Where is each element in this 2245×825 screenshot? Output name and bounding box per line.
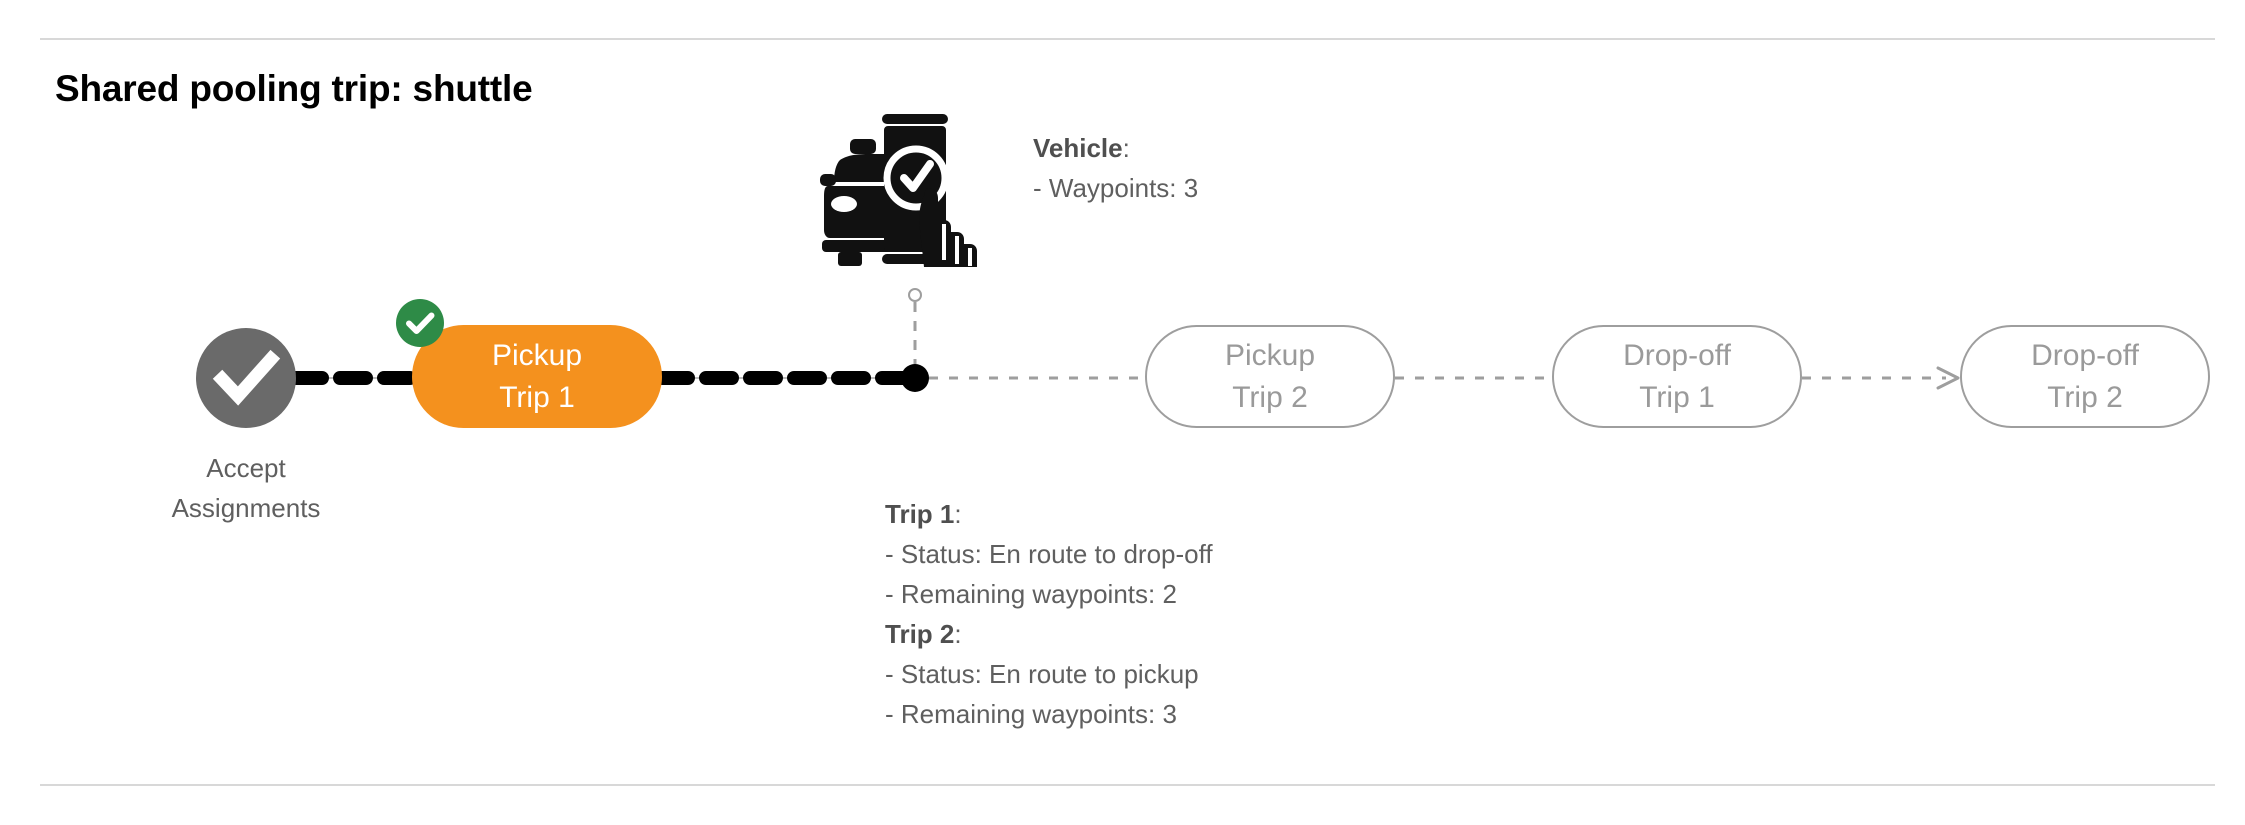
accept-assignments-label: Accept Assignments <box>96 448 396 528</box>
divider-bottom <box>40 784 2215 786</box>
node-dropoff-trip-2[interactable]: Drop-off Trip 2 <box>1960 325 2210 428</box>
trip-2-status-row: - Status: En route to pickup <box>885 659 1199 689</box>
badge-check-icon <box>406 312 435 334</box>
vehicle-checkin-icon <box>820 112 980 267</box>
trip-1-heading-suffix: : <box>954 499 962 529</box>
vehicle-annotation-row: - Waypoints: 3 <box>1033 173 1199 203</box>
node-dropoff-trip-1-line1: Drop-off <box>1623 338 1731 372</box>
accept-assignments-label-line1: Accept <box>206 453 286 483</box>
vehicle-annotation-heading: Vehicle: <box>1033 128 1198 168</box>
node-dropoff-trip-1[interactable]: Drop-off Trip 1 <box>1552 325 1802 428</box>
trip-2-waypoints-row: - Remaining waypoints: 3 <box>885 699 1177 729</box>
vehicle-annotation-heading-text: Vehicle <box>1033 133 1123 163</box>
accept-assignments-node[interactable] <box>196 328 296 428</box>
divider-top <box>40 38 2215 40</box>
trip-2-heading-suffix: : <box>954 619 962 649</box>
trip-1-heading: Trip 1: <box>885 494 1213 534</box>
check-icon <box>212 349 281 406</box>
trip-1-status-row: - Status: En route to drop-off <box>885 539 1213 569</box>
vehicle-annotation: Vehicle: - Waypoints: 3 <box>1033 128 1198 208</box>
vehicle-annotation-heading-suffix: : <box>1122 133 1130 163</box>
node-pickup-trip-2-line1: Pickup <box>1224 338 1316 372</box>
trip-2-heading-text: Trip 2 <box>885 619 955 649</box>
page-title: Shared pooling trip: shuttle <box>55 68 533 109</box>
node-pickup-trip-2-line2: Trip 2 <box>1232 380 1308 414</box>
node-pickup-trip-1-line2: Trip 1 <box>499 380 575 414</box>
current-position-dot <box>901 364 929 392</box>
node-dropoff-trip-1-line2: Trip 1 <box>1639 380 1715 414</box>
completed-check-badge <box>396 299 444 347</box>
node-dropoff-trip-2-line2: Trip 2 <box>2047 380 2123 414</box>
accept-assignments-label-line2: Assignments <box>171 493 321 523</box>
trip-1-waypoints-row: - Remaining waypoints: 2 <box>885 579 1177 609</box>
node-pickup-trip-1-line1: Pickup <box>491 338 583 372</box>
node-pickup-trip-2[interactable]: Pickup Trip 2 <box>1145 325 1395 428</box>
trip-2-heading: Trip 2: <box>885 614 1213 654</box>
leader-line-anchor <box>908 288 922 302</box>
node-pickup-trip-1[interactable]: Pickup Trip 1 <box>412 325 662 428</box>
trip-1-heading-text: Trip 1 <box>885 499 955 529</box>
node-dropoff-trip-2-line1: Drop-off <box>2031 338 2139 372</box>
trips-annotation: Trip 1: - Status: En route to drop-off -… <box>885 494 1213 734</box>
